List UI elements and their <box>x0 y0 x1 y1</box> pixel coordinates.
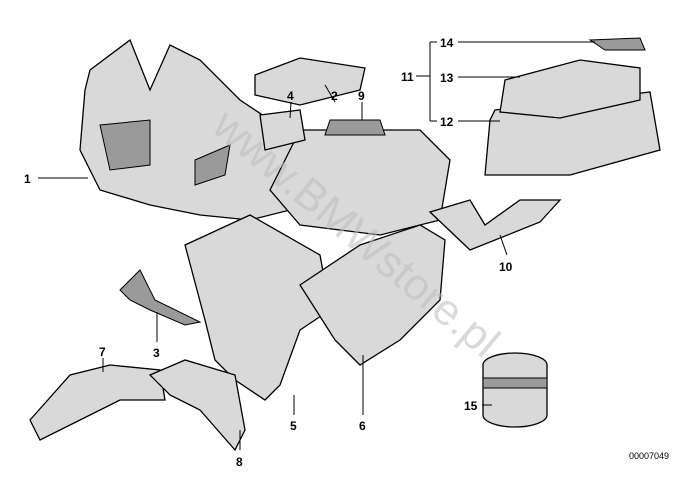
part-lower-fairing <box>299 224 446 366</box>
part-hugger <box>148 359 246 452</box>
part-bracket <box>119 269 202 326</box>
leader-lines <box>38 41 595 450</box>
part-mudguard <box>29 364 166 441</box>
callout-12: 12 <box>440 115 454 129</box>
part-tank-cover <box>254 57 366 106</box>
callout-1: 1 <box>24 172 31 186</box>
callout-2: 2 <box>331 89 338 103</box>
callout-5: 5 <box>290 419 297 433</box>
fairing-vent <box>99 119 151 171</box>
part-fuel-tank <box>269 129 451 236</box>
callout-15: 15 <box>464 399 478 413</box>
callout-10: 10 <box>499 260 513 274</box>
part-emblem <box>588 37 646 51</box>
paint-can-band <box>482 377 548 389</box>
callout-14: 14 <box>440 36 454 50</box>
fairing-vent-right <box>194 144 231 186</box>
part-inner-panel <box>184 214 331 401</box>
callout-3: 3 <box>153 346 160 360</box>
callout-4: 4 <box>287 89 294 103</box>
part-paint-can <box>482 365 548 428</box>
part-case-lid <box>499 59 641 119</box>
callout-13: 13 <box>440 71 454 85</box>
part-knee-pad <box>259 109 306 151</box>
callout-11: 11 <box>401 70 414 84</box>
drawing-number: 00007049 <box>629 451 669 461</box>
callout-6: 6 <box>359 419 366 433</box>
part-side-panel <box>428 199 562 251</box>
callout-7: 7 <box>99 345 106 359</box>
tank-cap <box>324 119 386 136</box>
callout-9: 9 <box>358 89 365 103</box>
callout-8: 8 <box>236 455 243 469</box>
